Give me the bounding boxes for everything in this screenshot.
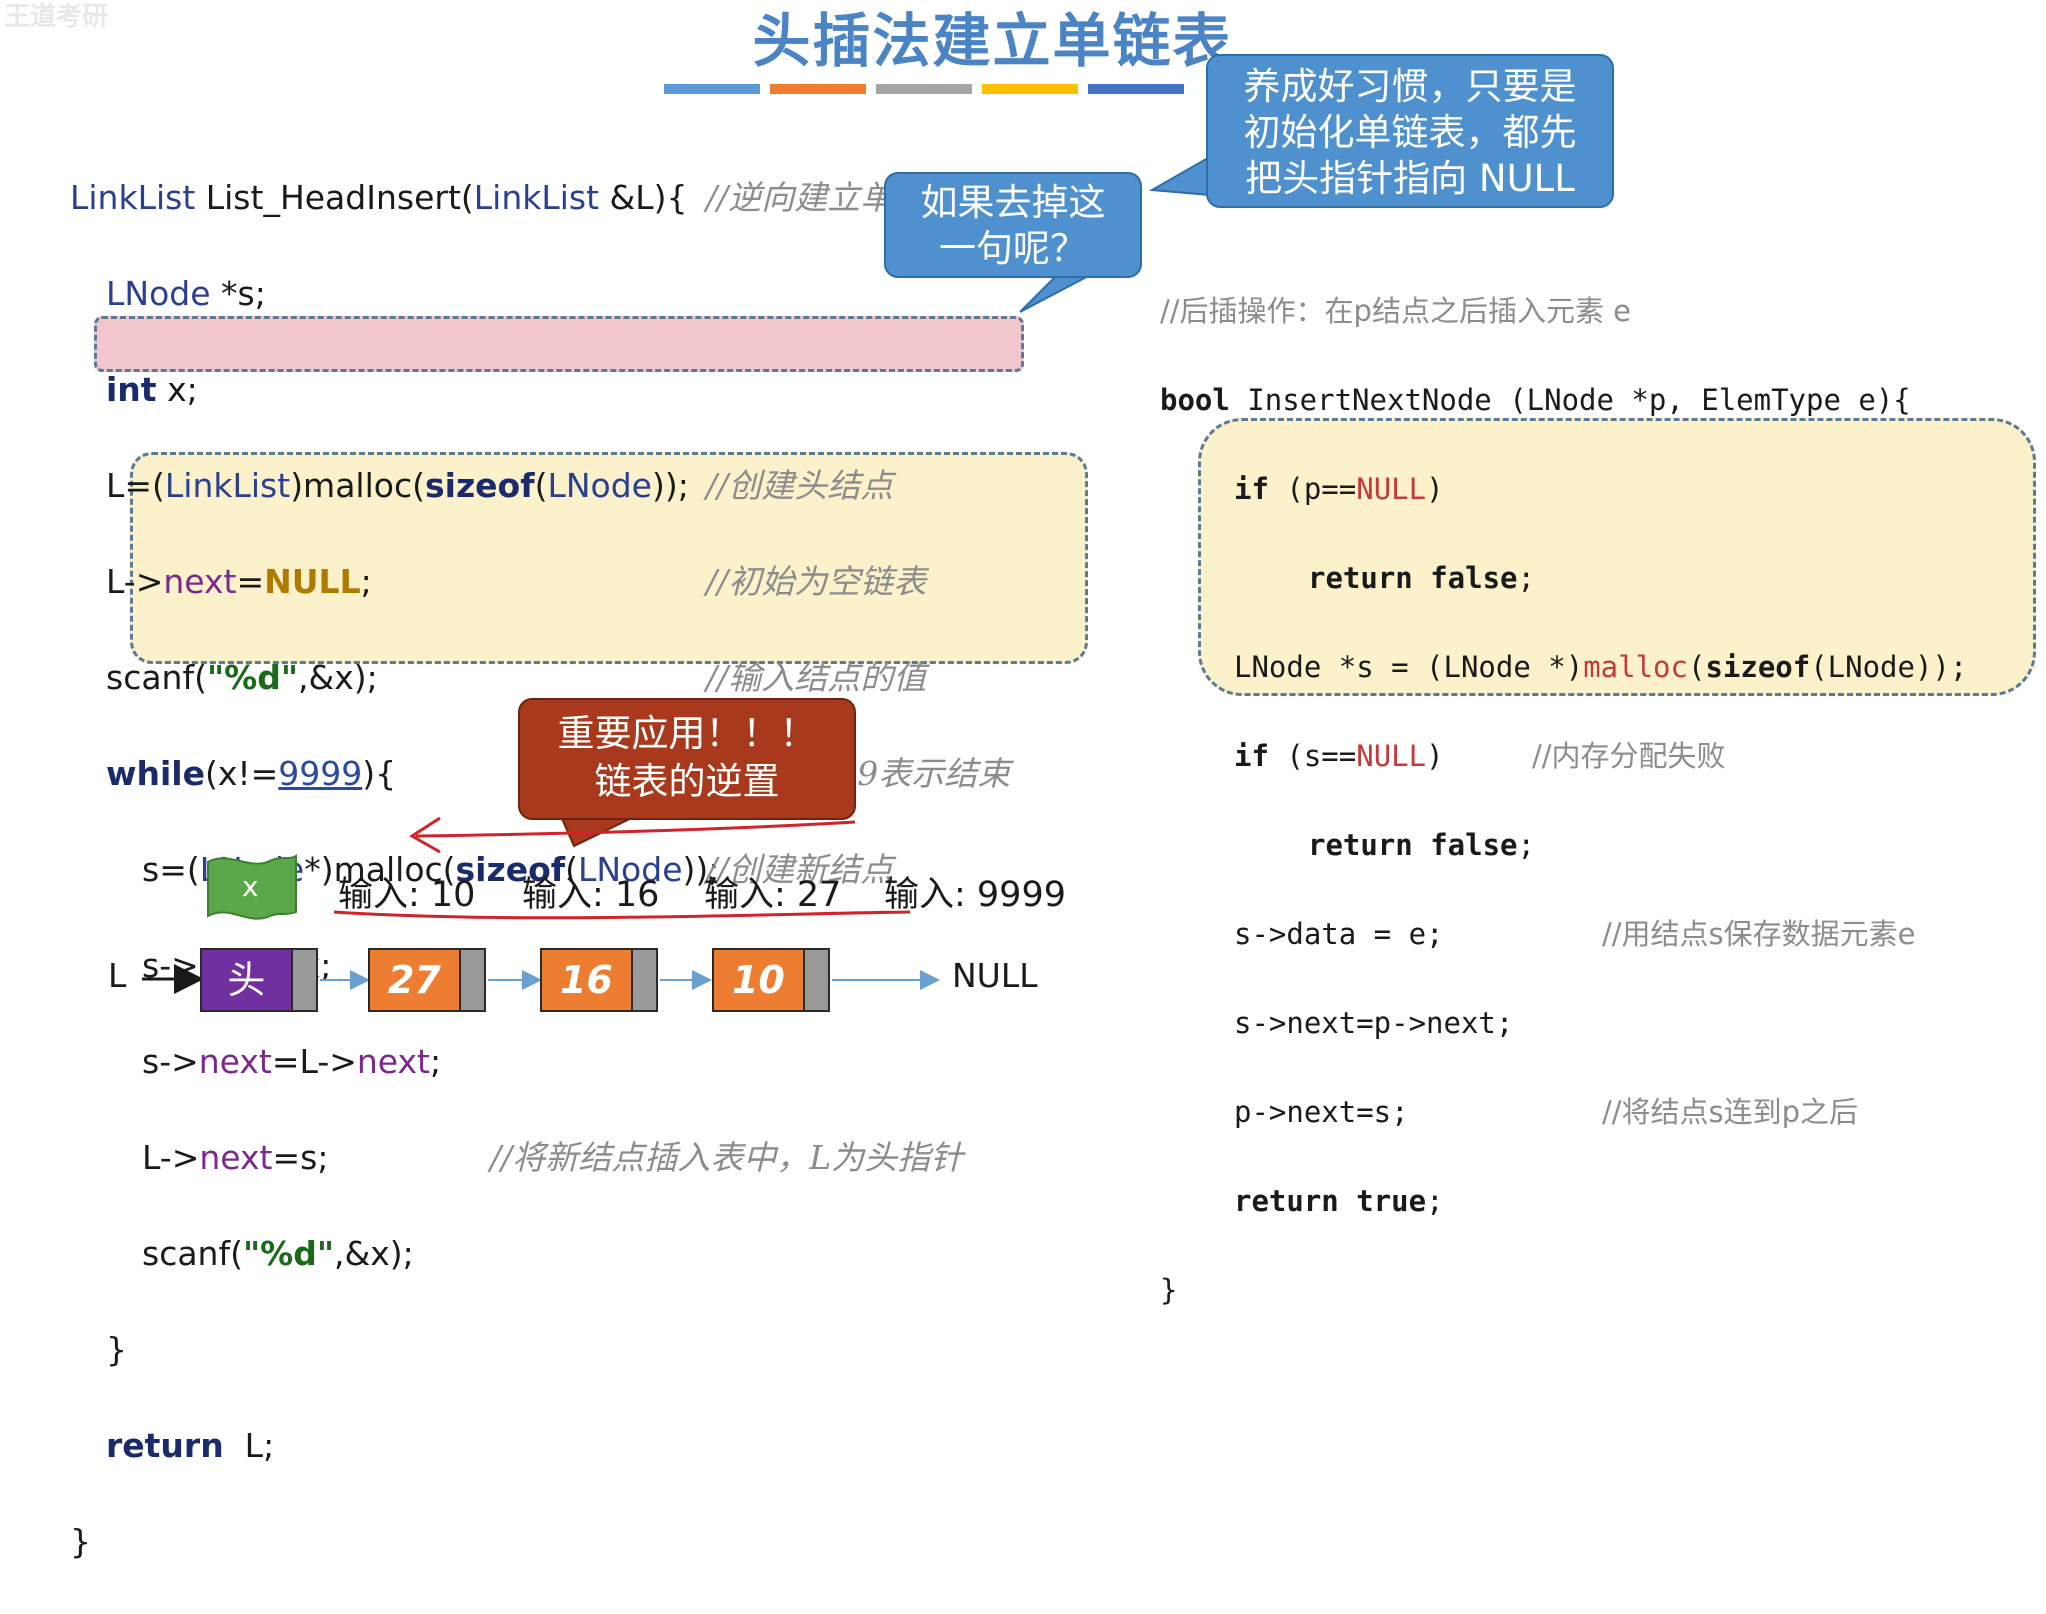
rcode-line-8: s->next=p->next; — [1234, 1005, 1514, 1040]
highlight-null-init — [94, 316, 1024, 372]
input-item: 输入: 10 — [338, 875, 476, 915]
list-node-data: 16 — [542, 950, 631, 1010]
highlight-insert-body — [1198, 418, 2036, 696]
highlight-loop-body — [130, 452, 1088, 664]
list-node-data: 27 — [370, 950, 459, 1010]
remove-line-bubble: 如果去掉这 一句呢？ — [884, 172, 1142, 278]
code-line-5: L->next=NULL;//初始为空链表 — [106, 562, 927, 601]
code-line-8: s=(LNode*)malloc(sizeof(LNode));//创建新结点 — [142, 850, 894, 889]
important-application-bubble: 重要应用！！！ 链表的逆置 — [518, 698, 856, 820]
input-sequence-4: 输入: 9999 — [884, 866, 1066, 917]
reverse-red-arrow — [409, 816, 856, 854]
code-line-6: scanf("%d",&x);//输入结点的值 — [106, 658, 927, 697]
code-line-2: LNode *s; — [106, 274, 266, 313]
flag-icon — [207, 854, 297, 920]
strip-segment — [876, 84, 972, 94]
strip-segment — [982, 84, 1078, 94]
list-node: 10 — [712, 948, 830, 1012]
flag-label: x — [242, 870, 259, 903]
head-pointer-label: L — [108, 956, 127, 995]
rcode-line-3: return false; — [1308, 560, 1535, 595]
input-sequence-2: 输入: 16 — [522, 866, 659, 917]
inputs-red-underline — [333, 910, 911, 920]
code-line-4: L=(LinkList)malloc(sizeof(LNode));//创建头结… — [106, 466, 894, 505]
strip-segment — [1088, 84, 1184, 94]
strip-segment — [770, 84, 866, 94]
rcode-line-1: bool InsertNextNode (LNode *p, ElemType … — [1160, 382, 1911, 417]
input-sequence: 输入: 10 — [338, 866, 475, 917]
input-item: 输入: 16 — [522, 875, 660, 915]
head-node: 头 — [200, 948, 318, 1012]
rcode-line-7: s->data = e;//用结点s保存数据元素e — [1234, 916, 1916, 951]
head-node-data: 头 — [202, 950, 291, 1010]
rcode-line-4: LNode *s = (LNode *)malloc(sizeof(LNode)… — [1234, 649, 1968, 684]
habit-bubble: 养成好习惯，只要是 初始化单链表，都先 把头指针指向 NULL — [1206, 54, 1614, 208]
right-code-block: //后插操作：在p结点之后插入元素 e bool InsertNextNode … — [1160, 244, 1967, 1357]
code-line-3: int x; — [106, 370, 198, 409]
head-node-pointer — [290, 950, 316, 1010]
rcode-line-2: if (p==NULL) — [1234, 471, 1444, 506]
list-node-data: 10 — [714, 950, 803, 1010]
list-node-pointer — [802, 950, 828, 1010]
list-node: 27 — [368, 948, 486, 1012]
code-line-14: return L; — [106, 1426, 275, 1465]
code-line-11: L->next=s;//将新结点插入表中，L为头指针 — [142, 1138, 964, 1177]
list-arrows — [142, 964, 940, 994]
code-line-1: LinkList List_HeadInsert(LinkList &L){//… — [70, 178, 960, 217]
list-node-pointer — [630, 950, 656, 1010]
null-label: NULL — [952, 956, 1038, 995]
code-line-12: scanf("%d",&x); — [142, 1234, 414, 1273]
list-node-pointer — [458, 950, 484, 1010]
page-title: 头插法建立单链表 — [752, 7, 1233, 75]
code-line-13: } — [106, 1330, 127, 1369]
rcode-comment-head: //后插操作：在p结点之后插入元素 e — [1160, 293, 1632, 328]
rcode-line-6: return false; — [1308, 827, 1535, 862]
color-strip — [664, 84, 1194, 94]
rcode-line-5: if (s==NULL)//内存分配失败 — [1234, 738, 1726, 773]
rcode-line-10: return true; — [1234, 1183, 1444, 1218]
input-item: 输入: 9999 — [884, 875, 1066, 915]
input-item: 输入: 27 — [704, 875, 842, 915]
watermark-logo: 王道考研 — [4, 2, 109, 32]
annotation-overlay — [333, 105, 1410, 920]
rcode-line-9: p->next=s;//将结点s连到p之后 — [1234, 1094, 1859, 1129]
input-sequence-3: 输入: 27 — [704, 866, 841, 917]
code-line-15: } — [70, 1522, 91, 1561]
code-line-7: while(x!=9999){//输入9999表示结束 — [106, 754, 1011, 793]
list-node: 16 — [540, 948, 658, 1012]
rcode-line-11: } — [1160, 1272, 1178, 1307]
strip-segment — [664, 84, 760, 94]
